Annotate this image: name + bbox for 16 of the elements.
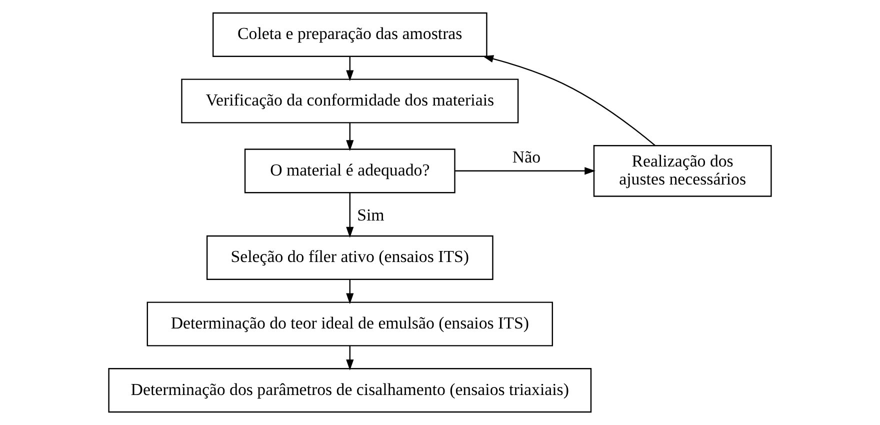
- arrow: [346, 346, 354, 370]
- node-box: O material é adequado?: [244, 148, 456, 194]
- edge-label: Sim: [357, 206, 384, 225]
- node-box: Determinação do teor ideal de emulsão (ensaios ITS): [146, 302, 553, 346]
- node-box: Determinação dos parâmetros de cisalhamento (ensaios triaxiais): [108, 368, 592, 413]
- node-box: Coleta e preparação das amostras: [212, 12, 488, 57]
- arrow: [455, 167, 596, 175]
- node-box: Realização dos ajustes necessários: [593, 145, 772, 197]
- edge-label: Não: [512, 148, 541, 167]
- arrow: [346, 279, 354, 304]
- arrow: [346, 122, 354, 152]
- arrow: [482, 55, 656, 146]
- arrow: [346, 192, 354, 238]
- arrow: [346, 56, 354, 82]
- node-box: Seleção do fíler ativo (ensaios ITS): [206, 235, 494, 280]
- node-box: Verificação da conformidade dos materiais: [181, 78, 519, 124]
